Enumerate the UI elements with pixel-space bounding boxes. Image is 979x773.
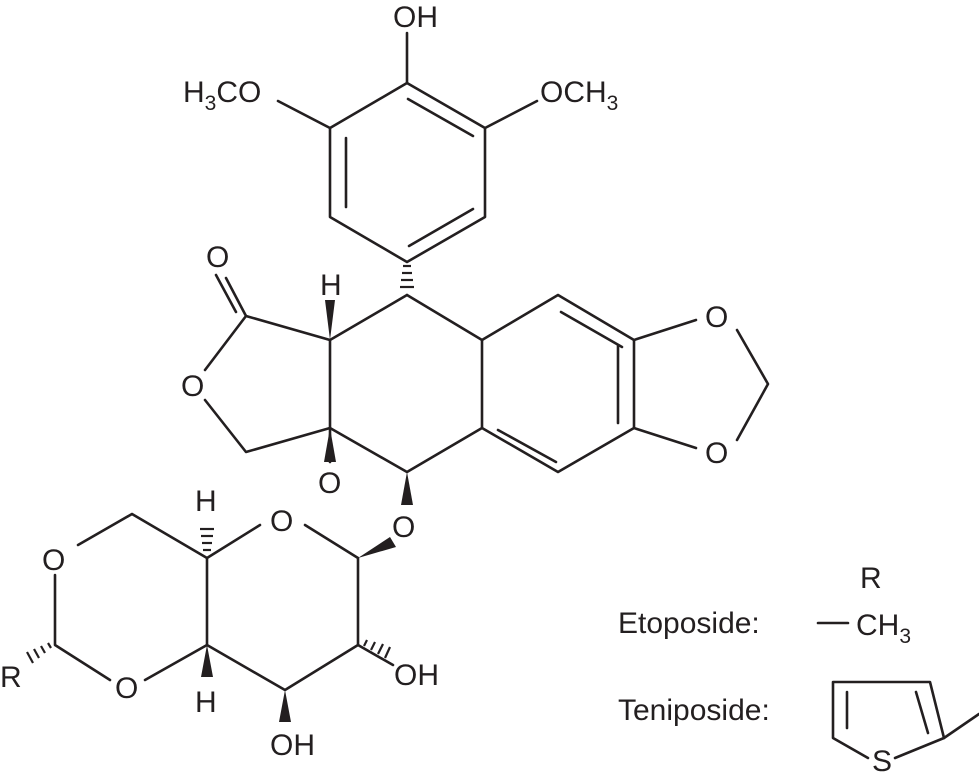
anomeric-wedge xyxy=(358,537,396,558)
benzo-ring-inner-bonds xyxy=(496,310,624,464)
dioxole-oxygen-bottom: O xyxy=(705,437,728,470)
ring-fusion-o-wedge xyxy=(324,428,336,462)
dioxane-oxygen-bottom: O xyxy=(115,672,138,705)
dioxole-oxygen-top: O xyxy=(705,301,728,334)
legend-r-header: R xyxy=(860,562,882,595)
lactone-bonds xyxy=(203,314,332,454)
aryl-ring-bonds xyxy=(328,81,487,264)
h-sugar-top: H xyxy=(195,485,217,518)
pyranose-bonds xyxy=(205,523,360,692)
lactone-oxygen: O xyxy=(181,370,204,403)
dioxane-oxygen-top: O xyxy=(42,544,65,577)
dioxane-bonds xyxy=(53,512,209,682)
aryl-substituent-bonds xyxy=(276,31,539,130)
h-sugar-bottom-wedge xyxy=(201,645,213,677)
thiophene-sulfur: S xyxy=(872,745,892,773)
glycoside-oxygen: O xyxy=(392,511,415,544)
dioxole-bonds xyxy=(632,318,770,450)
h-sugar-bottom: H xyxy=(195,686,217,719)
carbonyl-oxygen: O xyxy=(206,241,229,274)
thiophene-methyl-bond xyxy=(942,712,979,740)
teniposide-label: Teniposide: xyxy=(618,694,770,727)
oh-right: OH xyxy=(394,659,439,692)
cyclohexane-bonds xyxy=(328,293,484,474)
methoxy-left: H3CO xyxy=(183,76,261,115)
pyran-oxygen: O xyxy=(270,505,293,538)
oh-bottom: OH xyxy=(270,729,315,762)
thiophene-bonds xyxy=(831,680,946,760)
hashed-bond-aryl xyxy=(400,264,414,289)
etoposide-label: Etoposide: xyxy=(618,607,760,640)
glycoside-o-wedge xyxy=(401,472,413,505)
stereo-wedges xyxy=(26,264,414,722)
h-stereo-top: H xyxy=(320,269,342,302)
bond-lines xyxy=(53,31,979,760)
carbonyl-bonds xyxy=(214,273,248,318)
r-group: R xyxy=(0,661,22,694)
methoxy-right: OCH3 xyxy=(540,76,618,115)
benzo-ring-bonds xyxy=(480,293,636,474)
etoposide-methyl: CH3 xyxy=(856,609,911,648)
hashed-bond-r xyxy=(26,642,52,664)
aryl-ring-inner-bonds xyxy=(344,97,475,248)
h-top-wedge xyxy=(325,300,335,340)
thiophene-inner-bonds xyxy=(845,690,930,735)
oh-bottom-wedge xyxy=(279,690,291,722)
hashed-bond-oh-right xyxy=(363,639,392,659)
atom-labels: OH H3CO OCH3 O H O O O O O O H O O H R O… xyxy=(0,1,728,762)
substituent-legend: R Etoposide: CH3 Teniposide: S xyxy=(618,562,911,773)
hydroxyl-top: OH xyxy=(393,1,438,34)
ring-fusion-oxygen: O xyxy=(318,467,341,500)
sugar-oh-bonds xyxy=(356,643,395,667)
hashed-bond-sugar-top xyxy=(200,527,214,552)
